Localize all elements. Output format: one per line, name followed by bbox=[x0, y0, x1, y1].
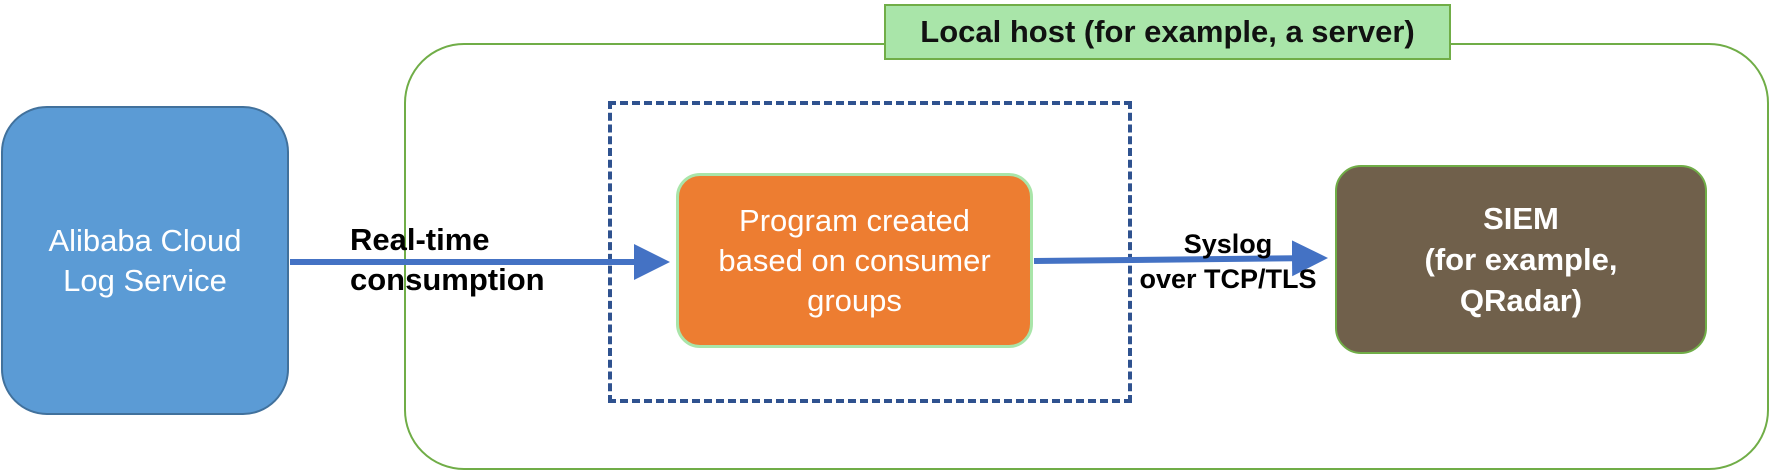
log-service-node: Alibaba Cloud Log Service bbox=[1, 106, 289, 415]
consume-label: Real-time consumption bbox=[350, 222, 545, 297]
siem-node: SIEM (for example, QRadar) bbox=[1335, 165, 1707, 354]
consumer-program-node: Program created based on consumer groups bbox=[676, 173, 1033, 348]
syslog-arrow bbox=[1033, 240, 1328, 277]
syslog-label: Syslog over TCP/TLS bbox=[1139, 229, 1317, 294]
local-host-title: Local host (for example, a server) bbox=[884, 4, 1451, 60]
consumer-group-boundary bbox=[608, 101, 1132, 403]
